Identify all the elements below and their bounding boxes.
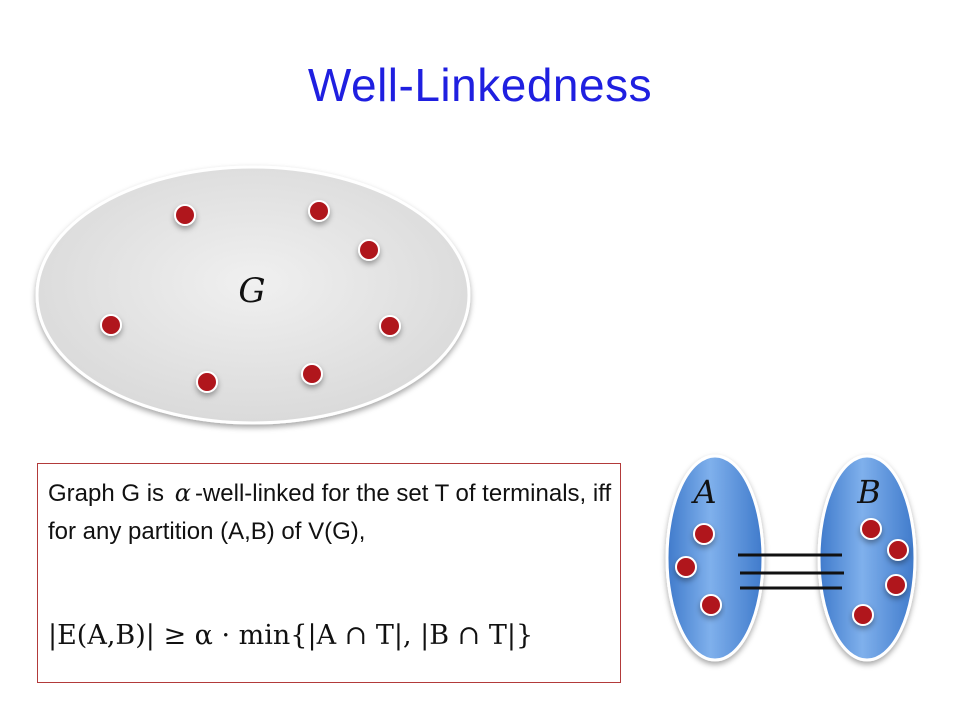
definition-box: Graph G is α-well-linked for the set T o… (37, 463, 621, 683)
graph-g-label: G (238, 271, 265, 311)
set-a-label: A (690, 473, 716, 511)
terminal-vertex (308, 200, 330, 222)
slide-title: Well-Linkedness (307, 59, 653, 111)
terminal-set (100, 200, 401, 393)
terminal-vertex (196, 371, 218, 393)
set-a-ellipse (665, 454, 765, 662)
well-linked-formula: |E(A,B)| ≥ α · min{|A ∩ T|, |B ∩ T|} (48, 620, 534, 651)
terminal-vertex (887, 539, 909, 561)
terminal-vertex (174, 204, 196, 226)
terminal-vertex (379, 315, 401, 337)
terminal-vertex (301, 363, 323, 385)
crossing-edges (738, 553, 844, 590)
terminal-vertex (852, 604, 874, 626)
set-b-terminals (852, 518, 909, 626)
terminal-vertex (700, 594, 722, 616)
terminal-vertex (693, 523, 715, 545)
set-b-ellipse (817, 454, 917, 662)
definition-text-rest: -well-linked for the set T of terminals,… (48, 480, 612, 545)
terminal-vertex (358, 239, 380, 261)
partition-diagram: A B (665, 454, 917, 662)
terminal-vertex (675, 556, 697, 578)
definition-text-start: Graph G is (48, 480, 171, 507)
graph-g-ellipse (35, 165, 471, 425)
graph-g: G (35, 165, 471, 425)
alpha-symbol: α (174, 479, 191, 507)
definition-text: Graph G is α-well-linked for the set T o… (48, 474, 614, 551)
terminal-vertex (860, 518, 882, 540)
set-b-label: B (856, 473, 881, 511)
terminal-vertex (885, 574, 907, 596)
terminal-vertex (100, 314, 122, 336)
set-a-terminals (675, 523, 722, 616)
